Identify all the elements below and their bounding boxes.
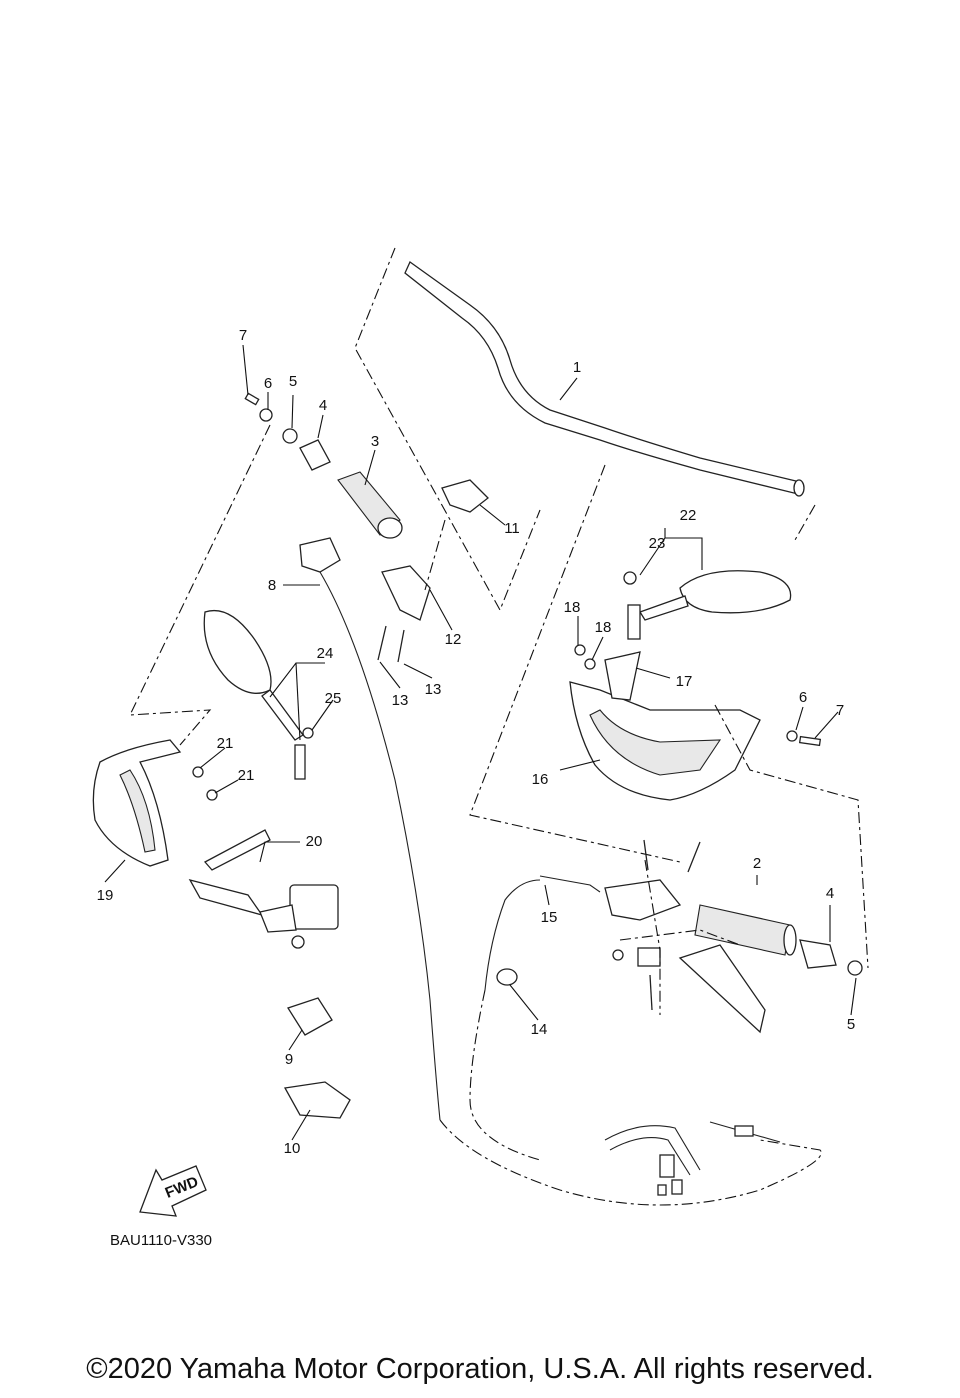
callout-7-right: 7 bbox=[836, 702, 844, 719]
handlebar bbox=[404, 261, 805, 497]
left-mirror bbox=[203, 609, 314, 780]
callout-10: 10 bbox=[284, 1140, 301, 1157]
right-hand-guard bbox=[569, 644, 761, 801]
callout-3: 3 bbox=[371, 433, 379, 450]
callout-15: 15 bbox=[541, 909, 558, 926]
callout-6-right: 6 bbox=[799, 689, 807, 706]
left-switch bbox=[299, 537, 341, 573]
throttle-cable bbox=[484, 879, 541, 991]
right-lever-center-line bbox=[644, 859, 661, 1015]
callout-4-right: 4 bbox=[826, 885, 834, 902]
callout-5-right: 5 bbox=[847, 1016, 855, 1033]
callout-6: 6 bbox=[264, 375, 272, 392]
left-guard-bracket bbox=[192, 766, 271, 871]
callout-11: 11 bbox=[504, 520, 520, 537]
harness-clamp bbox=[283, 1081, 351, 1119]
handlebar-right-bracket bbox=[794, 504, 816, 541]
callout-17: 17 bbox=[676, 673, 693, 690]
callout-4: 4 bbox=[319, 397, 327, 414]
holder-center-line bbox=[424, 519, 446, 591]
callout-labels: 1 2 3 4 5 6 7 8 9 10 11 12 13 14 15 16 1… bbox=[97, 327, 856, 1157]
callout-5: 5 bbox=[289, 373, 297, 390]
leader-lines bbox=[104, 344, 857, 1141]
right-lever-assembly bbox=[604, 879, 766, 1034]
right-guard-assembly-bracket bbox=[469, 464, 681, 863]
callout-13: 13 bbox=[392, 692, 409, 709]
callout-7: 7 bbox=[239, 327, 247, 344]
left-guard-mount-line bbox=[129, 424, 271, 746]
right-grip bbox=[694, 904, 797, 956]
callout-14: 14 bbox=[531, 1021, 548, 1038]
callout-21: 21 bbox=[217, 735, 234, 752]
copyright-notice: ©2020 Yamaha Motor Corporation, U.S.A. A… bbox=[86, 1353, 874, 1385]
left-brake-master-cylinder bbox=[188, 878, 339, 949]
drawing-code: BAU1110-V330 bbox=[110, 1232, 212, 1249]
right-mirror bbox=[623, 570, 792, 640]
callout-1: 1 bbox=[573, 359, 581, 376]
handlebar-upper-holder bbox=[441, 479, 489, 513]
handlebar-assembly-bracket bbox=[354, 247, 541, 612]
callout-21-second: 21 bbox=[238, 767, 255, 784]
right-grip-hardware bbox=[643, 730, 822, 1011]
callout-18: 18 bbox=[564, 599, 581, 616]
callout-8: 8 bbox=[268, 577, 276, 594]
callout-20: 20 bbox=[306, 833, 323, 850]
callout-18-second: 18 bbox=[595, 619, 612, 636]
left-hand-guard bbox=[92, 739, 182, 867]
right-guard-mount-line bbox=[714, 704, 869, 969]
right-bar-end bbox=[799, 939, 863, 976]
throttle-cable-clamp bbox=[496, 968, 518, 986]
right-lever-dash-line bbox=[619, 929, 741, 946]
callout-13-second: 13 bbox=[425, 681, 442, 698]
throttle-cable-ends bbox=[604, 1121, 781, 1196]
callout-25: 25 bbox=[325, 690, 342, 707]
left-grip-assembly bbox=[244, 392, 403, 539]
callout-19: 19 bbox=[97, 887, 114, 904]
harness-route-line bbox=[439, 1119, 822, 1206]
cable-clamp bbox=[287, 997, 333, 1036]
callout-9: 9 bbox=[285, 1051, 293, 1068]
callout-12: 12 bbox=[445, 631, 462, 648]
switch-harness bbox=[319, 571, 441, 1121]
handlebar-lower-holder bbox=[381, 565, 431, 621]
fwd-arrow-badge: FWD bbox=[139, 1165, 207, 1217]
callout-24: 24 bbox=[317, 645, 334, 662]
holder-bolts bbox=[377, 625, 405, 663]
callout-22: 22 bbox=[680, 507, 697, 524]
callout-2: 2 bbox=[753, 855, 761, 872]
callout-23: 23 bbox=[649, 535, 666, 552]
callout-16: 16 bbox=[532, 771, 549, 788]
